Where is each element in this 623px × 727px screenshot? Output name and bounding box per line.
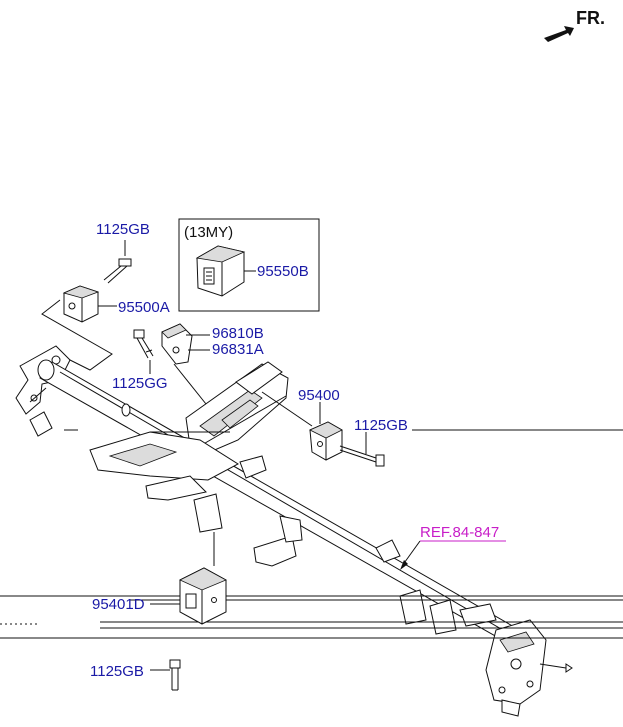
right-mount-bracket xyxy=(485,619,573,717)
bolt-1125gb-top xyxy=(103,258,132,284)
module-95400-drawing xyxy=(309,421,343,461)
label-1125gg: 1125GG xyxy=(112,375,168,392)
label-1125gb-right: 1125GB xyxy=(354,417,408,434)
sensor-95500a-drawing xyxy=(62,285,100,323)
label-ref-84-847: REF.84-847 xyxy=(420,524,499,541)
label-95401d: 95401D xyxy=(92,596,145,613)
label-1125gb-bottom: 1125GB xyxy=(90,663,144,680)
bolt-1125gb-bottom xyxy=(169,659,181,691)
95400-pointer xyxy=(261,391,313,427)
center-brace xyxy=(89,361,289,501)
label-95550b: 95550B xyxy=(257,263,309,280)
bolt-1125gg xyxy=(133,329,154,359)
label-96831a: 96831A xyxy=(212,341,264,358)
ref-arrowhead-icon xyxy=(400,560,408,570)
label-95500a: 95500A xyxy=(118,299,170,316)
bolt-1125gb-right xyxy=(339,445,385,467)
13my-box: (13MY) 95550B xyxy=(178,218,320,312)
front-direction-indicator: FR. xyxy=(544,8,605,42)
front-arrow-icon xyxy=(544,26,574,42)
label-95400: 95400 xyxy=(298,387,340,404)
96810b-pointer xyxy=(173,363,207,405)
13my-title: (13MY) xyxy=(184,224,233,241)
bracket-96810b-drawing xyxy=(161,323,193,365)
module-95550b-drawing xyxy=(195,245,246,297)
13my-frame xyxy=(178,218,320,312)
front-label: FR. xyxy=(576,8,605,28)
lower-brackets xyxy=(193,493,497,635)
95500a-bracket-lines xyxy=(41,299,113,371)
module-95401d-drawing xyxy=(179,567,227,625)
label-96810b: 96810B xyxy=(212,325,264,342)
label-1125gb-top: 1125GB xyxy=(96,221,150,238)
